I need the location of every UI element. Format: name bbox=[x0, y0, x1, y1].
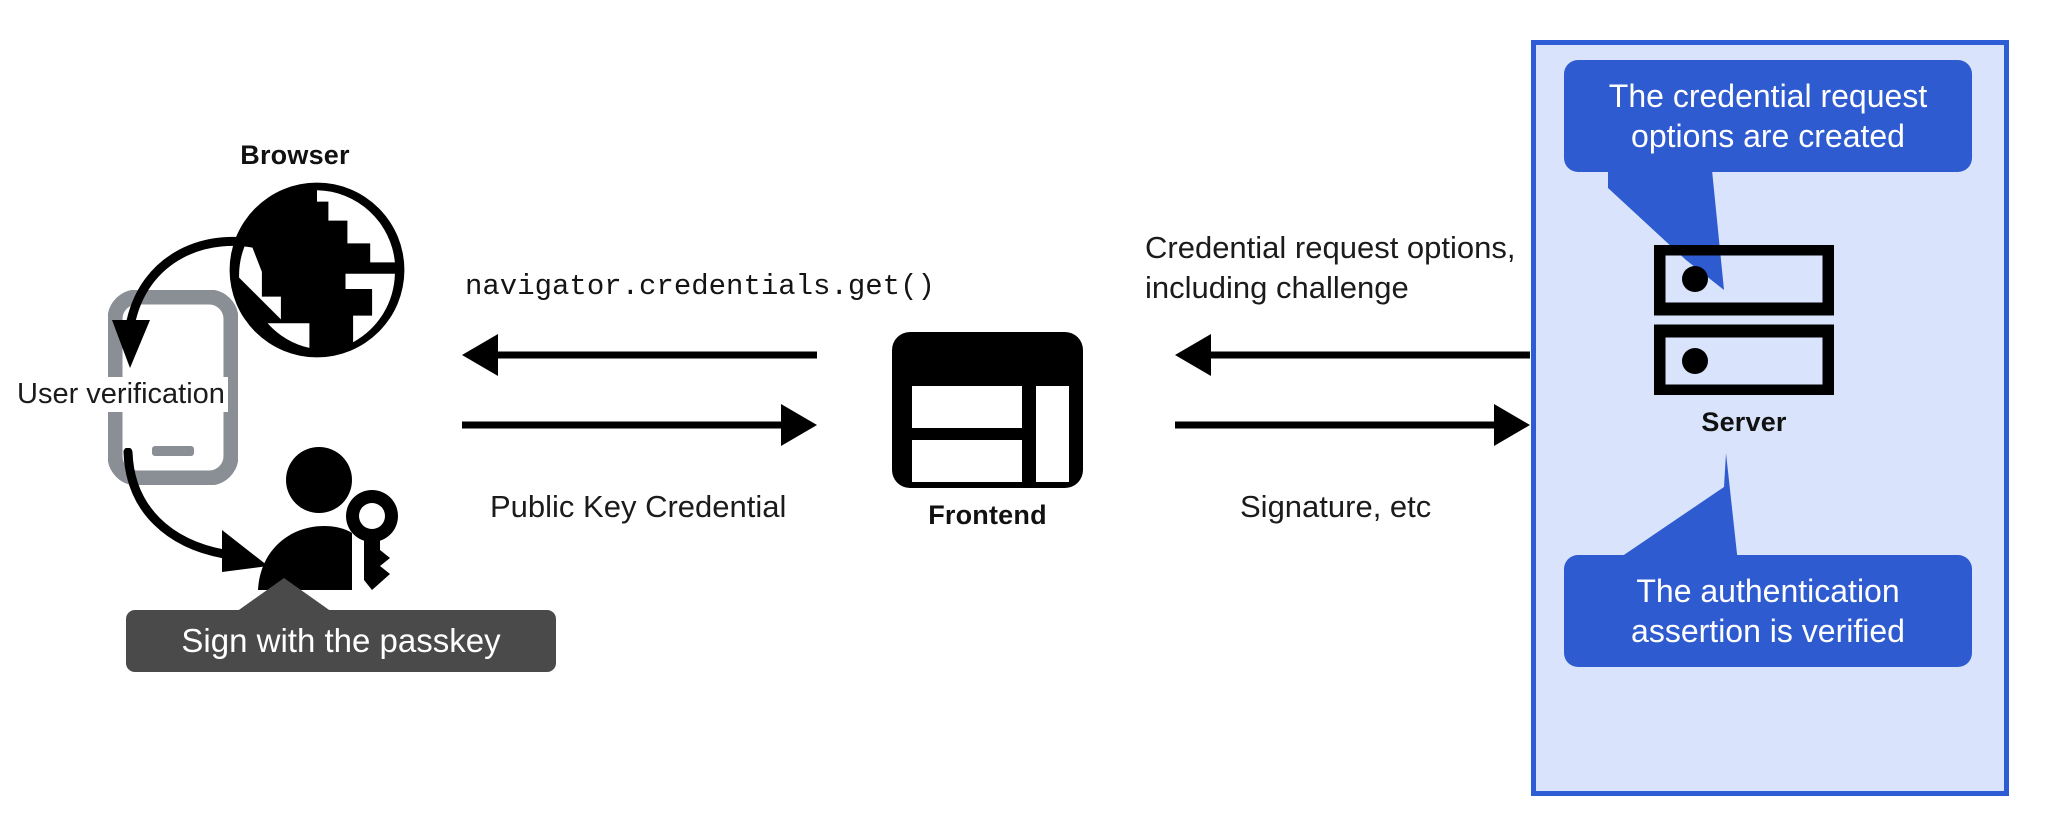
callout-credential-options-tail bbox=[1600, 170, 1780, 295]
navigator-credentials-get-label: navigator.credentials.get() bbox=[465, 270, 935, 303]
signature-etc-label: Signature, etc bbox=[1240, 489, 1432, 524]
person-with-key-icon bbox=[252, 438, 412, 598]
callout-assertion-verified-tail bbox=[1606, 453, 1786, 568]
credential-request-options-line2: including challenge bbox=[1145, 269, 1409, 305]
arrow-browser-to-device bbox=[88, 228, 288, 388]
arrow-device-to-user bbox=[120, 447, 340, 588]
arrow-server-to-frontend bbox=[1175, 333, 1530, 377]
server-rack-icon bbox=[1652, 242, 1836, 398]
public-key-credential-label: Public Key Credential bbox=[490, 489, 787, 524]
credential-request-options-label: Credential request options, including ch… bbox=[1145, 228, 1545, 307]
browser-label: Browser bbox=[240, 140, 350, 170]
callout-credential-options-line2: options are created bbox=[1631, 118, 1905, 154]
arrow-browser-to-frontend bbox=[462, 403, 817, 447]
credential-request-options-line1: Credential request options, bbox=[1145, 230, 1516, 265]
callout-assertion-line1: The authentication bbox=[1636, 572, 1900, 609]
arrow-frontend-to-server bbox=[1175, 403, 1530, 447]
tooltip-tail bbox=[236, 578, 376, 618]
globe-icon bbox=[222, 175, 412, 365]
server-panel: The credential request options are creat… bbox=[1531, 40, 2009, 796]
user-verification-label: User verification bbox=[14, 377, 228, 412]
sign-with-passkey-tooltip: Sign with the passkey bbox=[126, 610, 556, 672]
frontend-label: Frontend bbox=[928, 500, 1047, 530]
server-label: Server bbox=[1701, 407, 1787, 437]
callout-credential-options-line1: The credential request bbox=[1608, 77, 1928, 114]
callout-authentication-assertion-verified: The authentication assertion is verified bbox=[1564, 555, 1972, 667]
callout-assertion-line2: assertion is verified bbox=[1631, 613, 1905, 649]
arrow-frontend-to-browser bbox=[462, 333, 817, 377]
callout-credential-options-created: The credential request options are creat… bbox=[1564, 60, 1972, 172]
dashboard-icon bbox=[890, 330, 1085, 490]
